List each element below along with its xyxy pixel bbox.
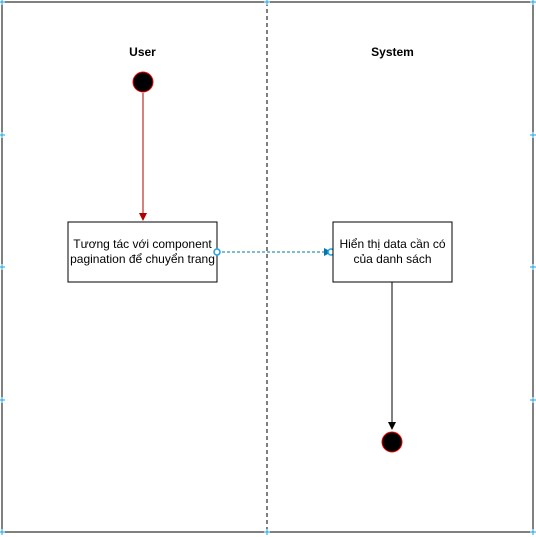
start-node [132,71,154,93]
lane-title-system: System [371,45,414,59]
lane-title-user: User [129,45,156,59]
system-action-label: Hiển thị data cần có của danh sách [339,237,446,266]
connection-point-source [213,248,221,256]
end-node [381,431,403,453]
user-action-label: Tương tác với component pagination để ch… [70,237,215,266]
system-action-box [332,221,453,283]
